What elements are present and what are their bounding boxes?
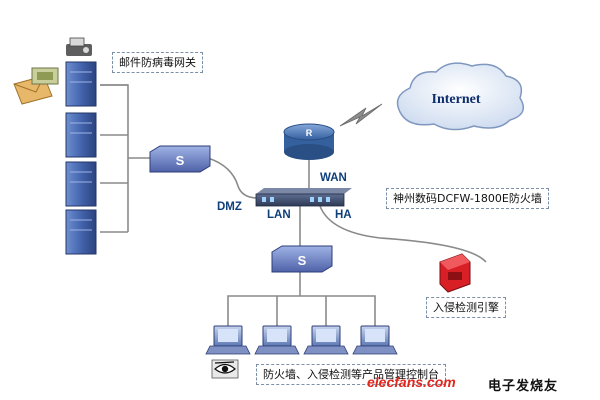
pc-3 — [303, 325, 349, 355]
watermark-brand: elecfans.com — [367, 374, 456, 390]
watermark-cn-text: 电子发烧友 — [488, 379, 559, 394]
lan-port-label: LAN — [267, 209, 291, 221]
server-bus — [100, 84, 129, 232]
dmz-switch-letter: S — [176, 153, 185, 168]
lan-switch-letter: S — [298, 253, 307, 268]
envelope-card-icon — [31, 67, 59, 85]
dmz-switch-to-firewall — [207, 157, 259, 199]
pc-bus — [227, 295, 376, 326]
fax-machine-icon — [66, 37, 92, 56]
server-1 — [65, 61, 97, 107]
wan-port-label: WAN — [320, 172, 347, 184]
eye-icon — [211, 359, 239, 379]
firewall-to-ids — [319, 205, 487, 263]
ha-port-label: HA — [335, 209, 352, 221]
firewall-appliance — [255, 188, 352, 207]
mail-gateway-label: 邮件防病毒网关 — [112, 52, 203, 73]
lan-switch: S — [271, 245, 333, 273]
pc-4 — [352, 325, 398, 355]
dmz-switch: S — [149, 145, 211, 173]
dmz-port-label: DMZ — [217, 201, 242, 213]
firewall-model-label: 神州数码DCFW-1800E防火墙 — [386, 188, 549, 209]
router-letter: R — [306, 128, 313, 138]
wireless-link-icon — [339, 103, 383, 127]
internet-label: Internet — [432, 92, 481, 107]
router: R — [283, 123, 335, 160]
ids-engine-label: 入侵检测引擎 — [426, 297, 506, 318]
mgmt-console-label: 防火墙、入侵检测等产品管理控制台 — [256, 364, 446, 385]
pc-1 — [205, 325, 251, 355]
server-3 — [65, 161, 97, 207]
ids-engine-device — [439, 253, 471, 293]
pc-2 — [254, 325, 300, 355]
internet-cloud: Internet — [396, 62, 525, 131]
connection-lines — [100, 84, 487, 326]
server-2 — [65, 112, 97, 158]
server-4 — [65, 209, 97, 255]
